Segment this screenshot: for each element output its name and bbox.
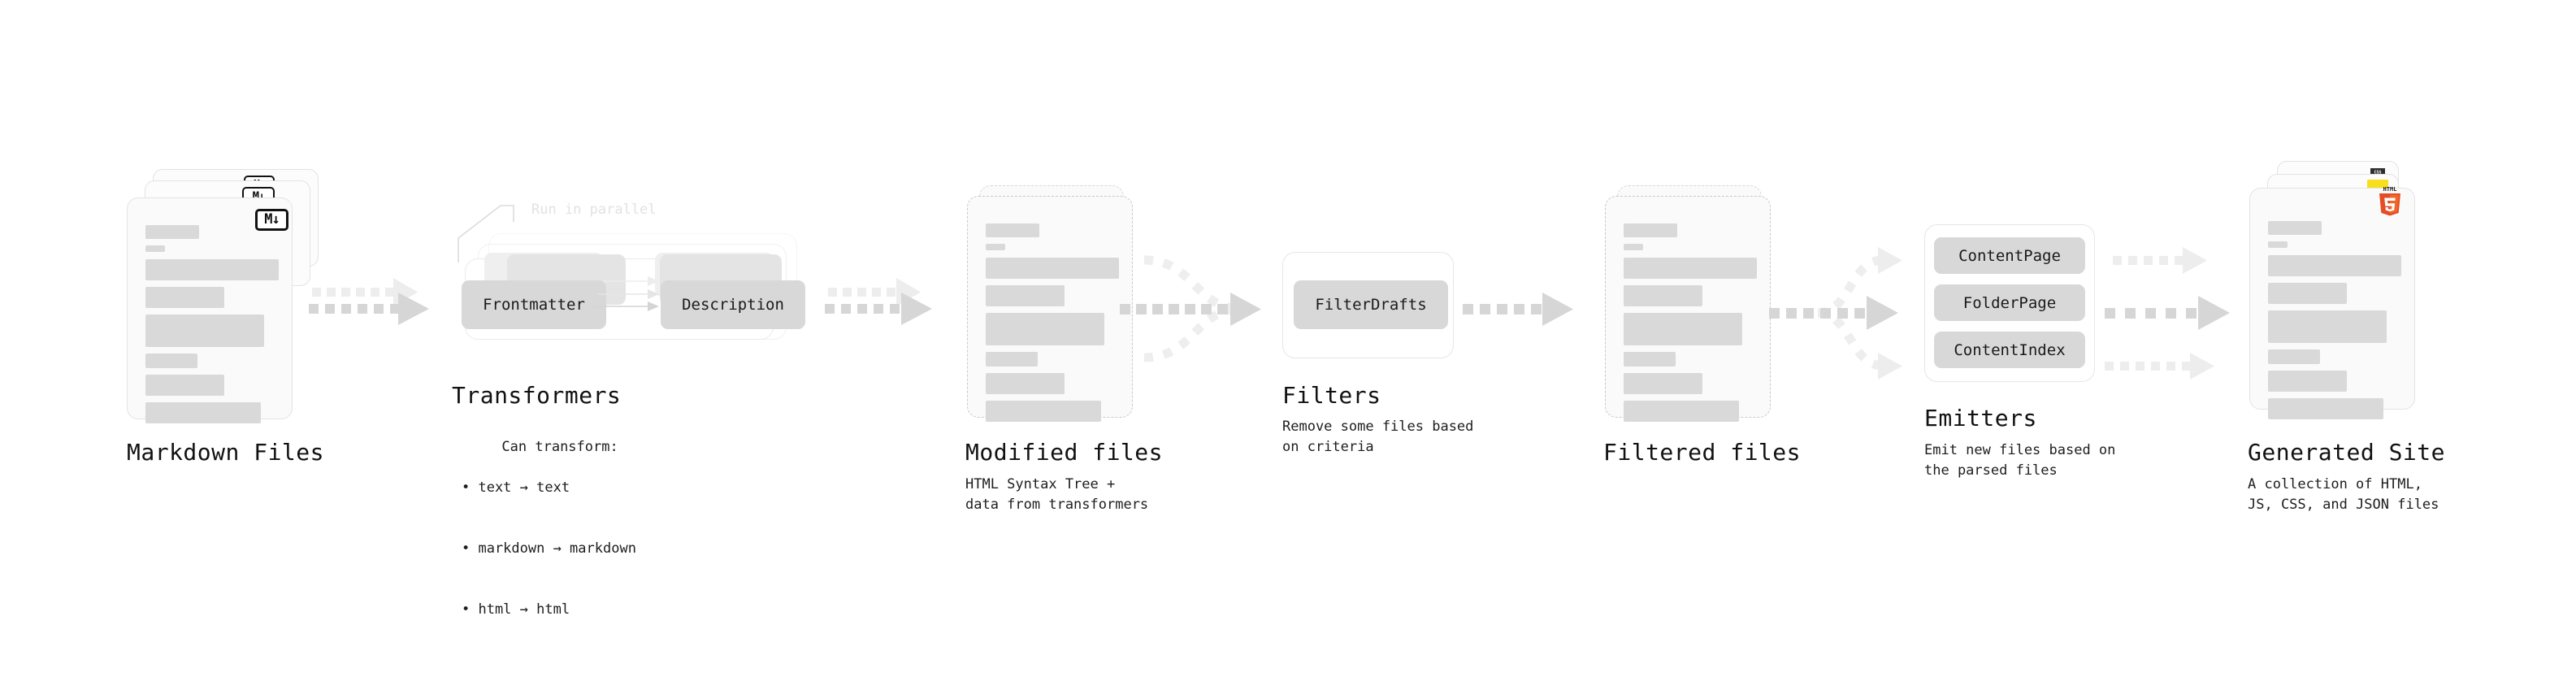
content-bar: [986, 244, 1005, 250]
content-bar: [1624, 223, 1677, 237]
stage-title-filters: Filters: [1282, 382, 1381, 409]
content-bar: [2268, 398, 2383, 419]
bullet-item: • markdown → markdown: [462, 540, 636, 557]
content-bar: [1624, 352, 1676, 367]
stage-title-markdown-files: Markdown Files: [127, 439, 325, 466]
connector-modified-to-filters: [1120, 255, 1261, 362]
transformer-chip-frontmatter[interactable]: Frontmatter: [462, 280, 606, 329]
site-card-front: [2249, 188, 2415, 419]
content-bar: [986, 352, 1038, 367]
content-bar: [145, 354, 197, 368]
content-bar: [1624, 313, 1742, 345]
content-bar: [2268, 310, 2387, 343]
content-bar: [145, 314, 264, 347]
bullet-item: • html → html: [462, 601, 570, 618]
transformer-chip-description[interactable]: Description: [661, 280, 805, 329]
stage-description-filters: Remove some files based on criteria: [1282, 419, 1474, 455]
content-bar: [986, 223, 1039, 237]
bullet-item: • text → text: [462, 479, 570, 496]
stage-description-emitters: Emit new files based on the parsed files: [1924, 442, 2116, 479]
markdown-badge: M↓: [255, 209, 288, 231]
chip-label: FolderPage: [1962, 293, 2057, 312]
connector-markdown-to-transformers: [309, 278, 429, 325]
content-bar: [1624, 244, 1643, 250]
connector-transformers-to-modified: [825, 278, 932, 325]
content-bar: [145, 402, 261, 423]
content-bar: [1624, 401, 1739, 422]
stage-description-modified-files: HTML Syntax Tree + data from transformer…: [965, 476, 1149, 513]
chip-label: Description: [682, 296, 784, 314]
run-in-parallel-bracket: [458, 205, 514, 262]
content-bar: [2268, 221, 2322, 235]
content-bar: [145, 259, 279, 280]
content-bar: [986, 313, 1104, 345]
stage-title-filtered-files: Filtered files: [1603, 439, 1802, 466]
svg-text:CSS: CSS: [2374, 171, 2381, 176]
content-bar: [986, 285, 1065, 306]
content-bar: [1624, 285, 1702, 306]
modified-card-front: [967, 196, 1133, 422]
html5-icon: HTML: [2379, 186, 2400, 216]
description-line: Can transform:: [501, 439, 618, 455]
chip-label: ContentPage: [1958, 246, 2061, 265]
markdown-card-front: [127, 197, 293, 423]
content-bar: [1624, 258, 1757, 279]
content-bar: [145, 225, 199, 239]
content-bar: [2268, 371, 2347, 392]
content-bar: [1624, 373, 1702, 394]
stage-title-generated-site: Generated Site: [2248, 439, 2446, 466]
content-bar: [2268, 283, 2347, 304]
chip-label: FilterDrafts: [1315, 296, 1427, 314]
content-bar: [145, 375, 224, 396]
emitters-chip-folderpage[interactable]: FolderPage: [1934, 284, 2085, 321]
filtered-card-front: [1605, 196, 1771, 422]
chip-label: Frontmatter: [483, 296, 585, 314]
content-bar: [986, 373, 1065, 394]
stage-description-transformers: Can transform: • text → text • markdown …: [452, 417, 636, 661]
connector-filtered-to-emitters: [1769, 247, 1902, 380]
chip-label: ContentIndex: [1954, 340, 2066, 359]
content-bar: [145, 245, 165, 252]
stage-title-transformers: Transformers: [452, 382, 622, 409]
content-bar: [2268, 255, 2401, 276]
stage-title-emitters: Emitters: [1924, 405, 2037, 432]
stage-description-generated-site: A collection of HTML, JS, CSS, and JSON …: [2248, 476, 2439, 513]
connector-emitters-to-site: [2105, 247, 2230, 380]
run-in-parallel-label: Run in parallel: [531, 202, 657, 218]
transformer-internal-arrows: [593, 276, 659, 311]
emitters-chip-contentpage[interactable]: ContentPage: [1934, 237, 2085, 274]
connector-filters-to-filtered: [1463, 293, 1573, 326]
filters-chip-filterdrafts[interactable]: FilterDrafts: [1294, 280, 1448, 329]
markdown-badge-label: M↓: [264, 211, 280, 228]
content-bar: [986, 401, 1101, 422]
content-bar: [2268, 349, 2320, 364]
svg-text:HTML: HTML: [2383, 186, 2397, 193]
content-bar: [986, 258, 1119, 279]
content-bar: [145, 287, 224, 308]
emitters-chip-contentindex[interactable]: ContentIndex: [1934, 332, 2085, 368]
stage-title-modified-files: Modified files: [965, 439, 1164, 466]
content-bar: [2268, 241, 2288, 248]
